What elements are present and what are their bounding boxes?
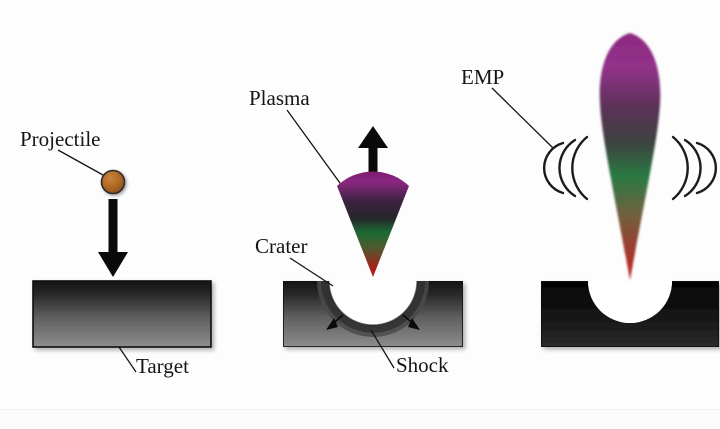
label-shock: Shock bbox=[396, 353, 449, 377]
label-target: Target bbox=[136, 354, 189, 378]
target-leader-line bbox=[118, 346, 137, 373]
projectile-sphere bbox=[100, 169, 126, 195]
plasma-plume bbox=[599, 33, 661, 280]
panel-emp bbox=[491, 33, 720, 348]
emp-waves-right bbox=[671, 135, 718, 201]
label-projectile: Projectile bbox=[20, 127, 101, 151]
impact-arrow-down bbox=[98, 199, 128, 277]
crater-leader-line bbox=[289, 257, 334, 287]
shock-leader-line bbox=[370, 329, 395, 369]
shock-band bbox=[317, 281, 429, 337]
shock-arrow-right bbox=[402, 314, 420, 330]
projectile-leader-line bbox=[57, 149, 104, 176]
label-emp: EMP bbox=[461, 65, 505, 89]
panel-impact bbox=[32, 149, 212, 373]
plasma-cone bbox=[337, 171, 409, 277]
crater-cavity bbox=[588, 281, 672, 323]
crater-rim bbox=[328, 280, 418, 326]
label-plasma: Plasma bbox=[249, 86, 310, 110]
bottom-divider bbox=[0, 409, 720, 429]
label-crater: Crater bbox=[255, 234, 308, 258]
panel-plasma bbox=[282, 109, 464, 369]
emp-waves-left bbox=[542, 135, 589, 201]
shock-arrow-left bbox=[326, 314, 344, 330]
plasma-leader-line bbox=[286, 109, 346, 191]
emp-leader-line bbox=[491, 87, 554, 149]
ejecta-arrow-up bbox=[358, 126, 388, 176]
target-block bbox=[32, 280, 212, 348]
crater-cavity bbox=[329, 281, 417, 325]
